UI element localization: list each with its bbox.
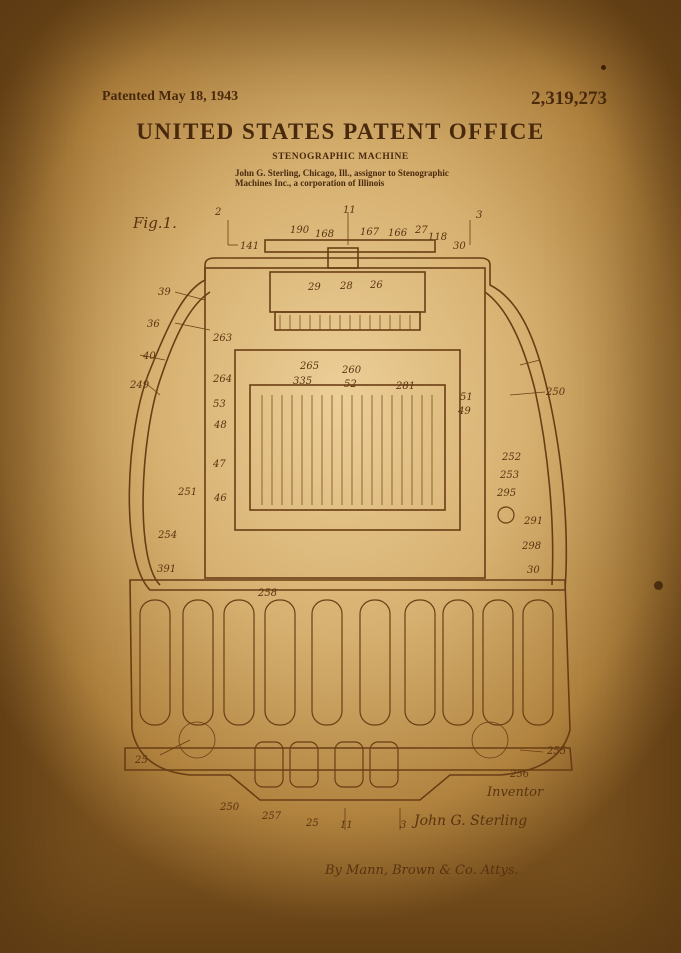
ref-numeral: 190 — [290, 225, 310, 236]
ref-numeral: 335 — [293, 376, 312, 387]
ref-numeral: 53 — [213, 399, 226, 410]
ref-numeral: 25 — [305, 818, 319, 829]
ref-numeral: 291 — [523, 516, 543, 527]
ref-numeral: 11 — [343, 205, 356, 216]
ref-numeral: 254 — [157, 530, 177, 541]
ref-numeral: 40 — [142, 351, 156, 362]
ref-numeral: 251 — [177, 487, 197, 498]
ref-numeral: 47 — [212, 459, 226, 470]
office-heading: UNITED STATES PATENT OFFICE — [136, 119, 545, 144]
knob-circle — [497, 506, 515, 524]
ref-numeral: 48 — [213, 420, 227, 431]
ref-numeral: 257 — [261, 811, 282, 822]
ref-numeral: 263 — [212, 333, 232, 344]
ref-numeral: 250 — [545, 387, 566, 398]
ref-numeral: 46 — [213, 493, 227, 504]
ref-numeral: 28 — [339, 281, 353, 292]
ref-numeral: 11 — [340, 820, 353, 831]
ref-numeral: 27 — [414, 225, 428, 236]
ref-numeral: 281 — [395, 381, 415, 392]
ref-numeral: 252 — [501, 452, 521, 463]
ref-numeral: 253 — [499, 470, 519, 481]
ref-numeral: 29 — [307, 282, 321, 293]
ref-numeral: 260 — [341, 365, 362, 376]
ref-numeral: 258 — [257, 588, 277, 599]
ref-numeral: 118 — [428, 232, 447, 243]
assignor-text: John G. Sterling, Chicago, Ill., assigno… — [235, 168, 449, 188]
ref-numeral: 298 — [521, 541, 541, 552]
detail-circle-right — [471, 721, 509, 759]
paper-speck — [601, 65, 606, 70]
ref-numeral: 2 — [214, 207, 221, 218]
ref-numeral: 26 — [369, 280, 383, 291]
ref-numeral: 255 — [546, 746, 566, 757]
hatch-lines — [261, 315, 433, 505]
attorney-signature: By Mann, Brown & Co. Attys. — [324, 863, 519, 878]
patent-number: 2,319,273 — [531, 88, 607, 109]
ref-numeral: 39 — [158, 287, 171, 298]
ref-numeral: 295 — [496, 488, 516, 499]
ref-numeral: 30 — [527, 565, 540, 576]
inventor-label: Inventor — [486, 785, 544, 800]
ref-numeral: 264 — [212, 374, 232, 385]
machine-outline — [124, 239, 573, 801]
ref-numeral: 256 — [509, 769, 530, 780]
ref-numeral: 3 — [476, 210, 482, 221]
leader-lines — [139, 212, 546, 830]
key-row-upper — [139, 599, 554, 726]
document-title: STENOGRAPHIC MACHINE — [272, 152, 409, 162]
ref-numeral: 51 — [460, 392, 473, 403]
ref-numeral: 391 — [157, 564, 176, 575]
ref-numeral: 3 — [400, 820, 406, 831]
inventor-name: John G. Sterling — [411, 813, 527, 829]
ref-numeral: 166 — [388, 228, 408, 239]
ref-numeral: 25 — [134, 755, 148, 766]
ref-numeral: 168 — [315, 229, 334, 240]
detail-circle-left — [178, 721, 216, 759]
ref-numeral: 36 — [147, 319, 160, 330]
ref-numeral: 167 — [360, 227, 380, 238]
ref-numeral: 249 — [129, 380, 150, 391]
ref-numeral: 141 — [240, 241, 259, 252]
paper-speck — [654, 581, 663, 590]
ref-numerals: 2 11 3 190 168 167 166 27 118 30 141 39 … — [129, 205, 566, 831]
figure-label: Fig.1. — [132, 214, 177, 232]
patented-date: Patented May 18, 1943 — [102, 89, 239, 104]
ref-numeral: 250 — [219, 802, 240, 813]
key-row-lower — [254, 741, 399, 788]
ref-numeral: 30 — [453, 241, 466, 252]
ref-numeral: 49 — [457, 406, 471, 417]
ref-numeral: 265 — [299, 361, 319, 372]
ref-numeral: 52 — [344, 379, 357, 390]
